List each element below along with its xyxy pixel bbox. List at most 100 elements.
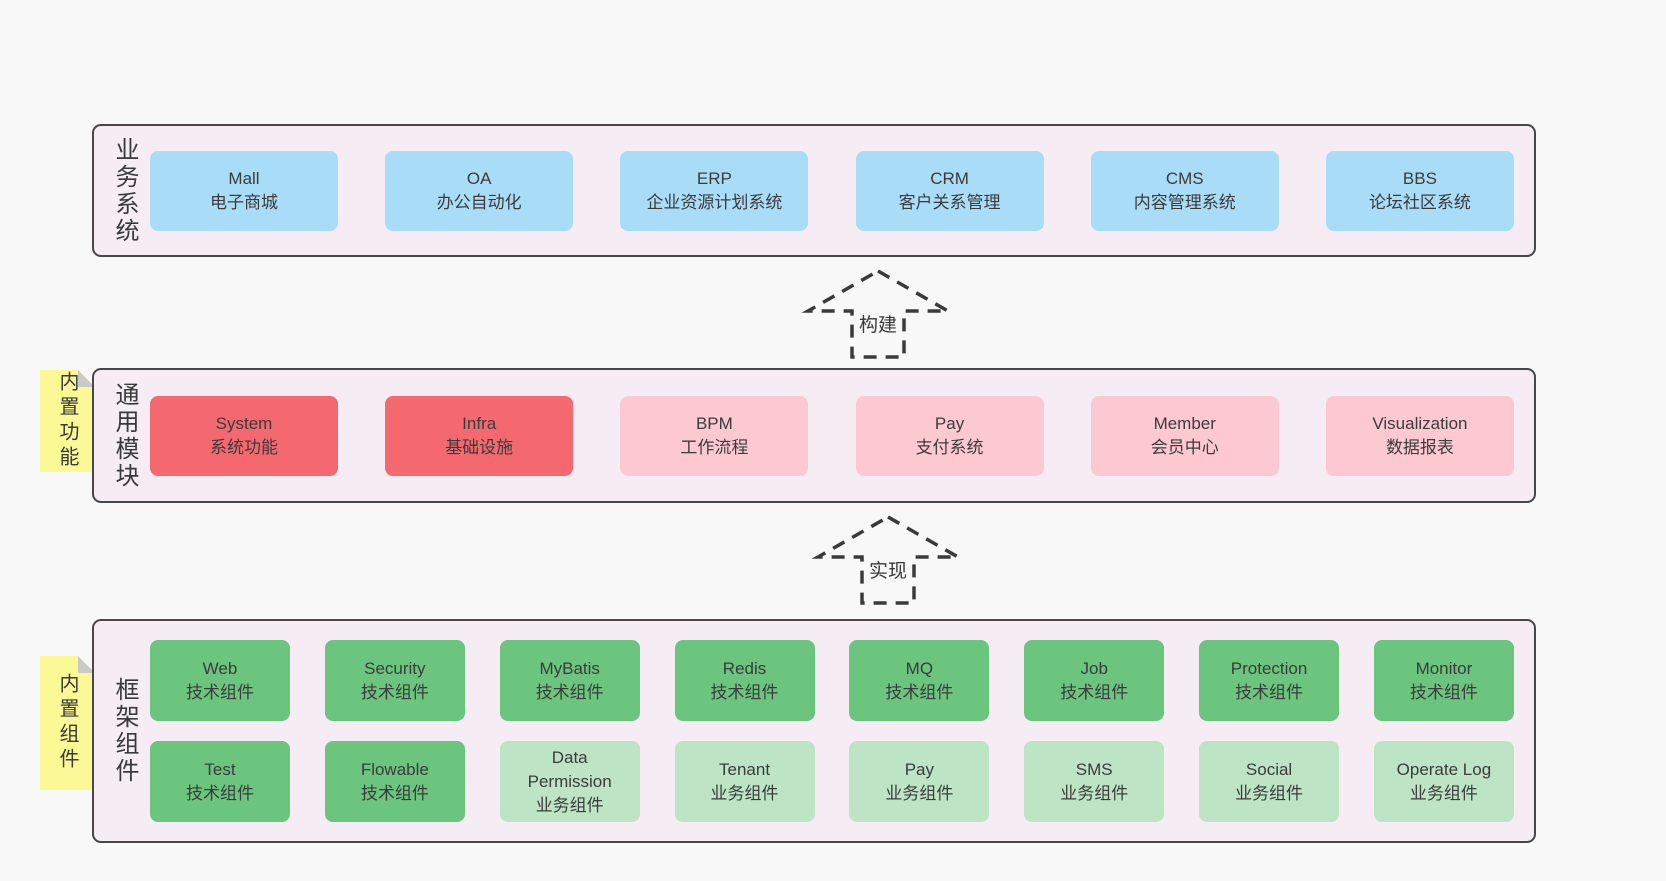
box-erp: ERP 企业资源计划系统 [620, 150, 809, 231]
box-subtitle: 论坛社区系统 [1368, 192, 1471, 212]
box-subtitle: 技术组件 [186, 682, 254, 702]
box-subtitle: 工作流程 [680, 437, 749, 457]
box-job: Job 技术组件 [1024, 640, 1165, 721]
box-title: Operate Log [1396, 759, 1492, 779]
box-system: System 系统功能 [150, 395, 338, 476]
box-title: Data Permission [527, 747, 612, 791]
box-subtitle: 数据报表 [1385, 437, 1454, 457]
box-oa: OA 办公自动化 [385, 150, 574, 231]
arrow-build-label: 构建 [855, 310, 901, 337]
box-title: Mall [228, 168, 260, 188]
box-subtitle: 基础设施 [445, 437, 514, 457]
box-title: Web [202, 658, 238, 678]
box-title: Security [364, 658, 426, 678]
box-title: System [215, 413, 273, 433]
box-monitor: Monitor 技术组件 [1373, 640, 1514, 721]
box-protection: Protection 技术组件 [1199, 640, 1340, 721]
box-redis: Redis 技术组件 [674, 640, 815, 721]
box-data-permission: Data Permission 业务组件 [499, 741, 640, 822]
box-subtitle: 技术组件 [535, 682, 604, 702]
layer-common-modules: 通用模块 System 系统功能 Infra 基础设施 BPM 工作流程 Pay… [92, 368, 1536, 503]
box-subtitle: 业务组件 [710, 783, 779, 803]
box-infra: Infra 基础设施 [385, 395, 574, 476]
box-subtitle: 内容管理系统 [1133, 192, 1236, 212]
box-subtitle: 技术组件 [360, 682, 429, 702]
box-pay-module: Pay 支付系统 [855, 395, 1044, 476]
sticky-note-builtin-features: 内置功能 [40, 370, 95, 472]
box-visualization: Visualization 数据报表 [1325, 395, 1514, 476]
box-title: Monitor [1415, 658, 1473, 678]
box-security: Security 技术组件 [324, 640, 465, 721]
box-mall: Mall 电子商城 [150, 150, 338, 231]
box-title: BBS [1402, 168, 1437, 188]
box-title: MQ [905, 658, 934, 678]
box-title: Pay [904, 759, 935, 779]
box-title: Pay [934, 413, 965, 433]
components-row-1: Web 技术组件 Security 技术组件 MyBatis 技术组件 Redi… [150, 640, 1514, 721]
box-subtitle: 业务组件 [885, 783, 954, 803]
box-subtitle: 业务组件 [535, 795, 604, 815]
box-tenant: Tenant 业务组件 [674, 741, 815, 822]
box-subtitle: 企业资源计划系统 [646, 192, 783, 212]
sticky-note-label: 内置组件 [56, 673, 78, 773]
box-title: Flowable [360, 759, 429, 779]
box-title: Redis [722, 658, 767, 678]
box-subtitle: 业务组件 [1409, 783, 1478, 803]
box-member: Member 会员中心 [1090, 395, 1279, 476]
box-title: CRM [930, 168, 969, 188]
box-subtitle: 技术组件 [1060, 682, 1129, 702]
components-row-2: Test 技术组件 Flowable 技术组件 Data Permission … [150, 741, 1514, 822]
box-bbs: BBS 论坛社区系统 [1325, 150, 1514, 231]
box-mq: MQ 技术组件 [849, 640, 990, 721]
box-web: Web 技术组件 [150, 640, 290, 721]
box-subtitle: 技术组件 [360, 783, 429, 803]
box-title: Member [1153, 413, 1216, 433]
layer-side-label: 通用模块 [111, 381, 138, 490]
business-systems-row: Mall 电子商城 OA 办公自动化 ERP 企业资源计划系统 CRM 客户关系… [150, 126, 1514, 255]
box-subtitle: 技术组件 [1235, 682, 1304, 702]
arrow-implement: 实现 [808, 514, 968, 606]
box-title: Infra [462, 413, 497, 433]
box-title: Protection [1230, 658, 1308, 678]
box-operate-log: Operate Log 业务组件 [1373, 741, 1514, 822]
sticky-note-label: 内置功能 [56, 371, 78, 471]
box-subtitle: 系统功能 [210, 437, 278, 457]
box-social: Social 业务组件 [1199, 741, 1340, 822]
box-pay-component: Pay 业务组件 [849, 741, 990, 822]
box-subtitle: 业务组件 [1060, 783, 1129, 803]
box-subtitle: 技术组件 [710, 682, 779, 702]
box-sms: SMS 业务组件 [1024, 741, 1165, 822]
box-title: MyBatis [539, 658, 600, 678]
framework-components-rows: Web 技术组件 Security 技术组件 MyBatis 技术组件 Redi… [150, 640, 1514, 822]
box-subtitle: 技术组件 [1409, 682, 1478, 702]
box-crm: CRM 客户关系管理 [855, 150, 1044, 231]
box-subtitle: 业务组件 [1235, 783, 1304, 803]
box-bpm: BPM 工作流程 [620, 395, 809, 476]
box-subtitle: 客户关系管理 [898, 192, 1001, 212]
box-cms: CMS 内容管理系统 [1090, 150, 1279, 231]
box-subtitle: 支付系统 [915, 437, 984, 457]
box-subtitle: 办公自动化 [436, 192, 522, 212]
box-title: Tenant [719, 759, 771, 779]
box-title: Job [1080, 658, 1108, 678]
layer-side-label: 框架组件 [111, 677, 138, 785]
sticky-note-builtin-components: 内置组件 [40, 656, 95, 790]
box-title: Test [204, 759, 236, 779]
common-modules-row: System 系统功能 Infra 基础设施 BPM 工作流程 Pay 支付系统… [150, 370, 1514, 501]
box-title: Visualization [1372, 413, 1468, 433]
box-title: ERP [696, 168, 732, 188]
box-title: OA [466, 168, 492, 188]
layer-side-label: 业务系统 [111, 136, 138, 245]
layer-business-systems: 业务系统 Mall 电子商城 OA 办公自动化 ERP 企业资源计划系统 CRM… [92, 124, 1536, 257]
box-flowable: Flowable 技术组件 [324, 741, 465, 822]
layer-framework-components: 框架组件 Web 技术组件 Security 技术组件 MyBatis 技术组件… [92, 619, 1536, 843]
box-test: Test 技术组件 [150, 741, 290, 822]
box-title: BPM [695, 413, 733, 433]
box-mybatis: MyBatis 技术组件 [499, 640, 640, 721]
box-title: CMS [1165, 168, 1204, 188]
box-title: SMS [1075, 759, 1113, 779]
box-title: Social [1245, 759, 1293, 779]
arrow-build: 构建 [798, 268, 958, 360]
box-subtitle: 电子商城 [210, 192, 278, 212]
